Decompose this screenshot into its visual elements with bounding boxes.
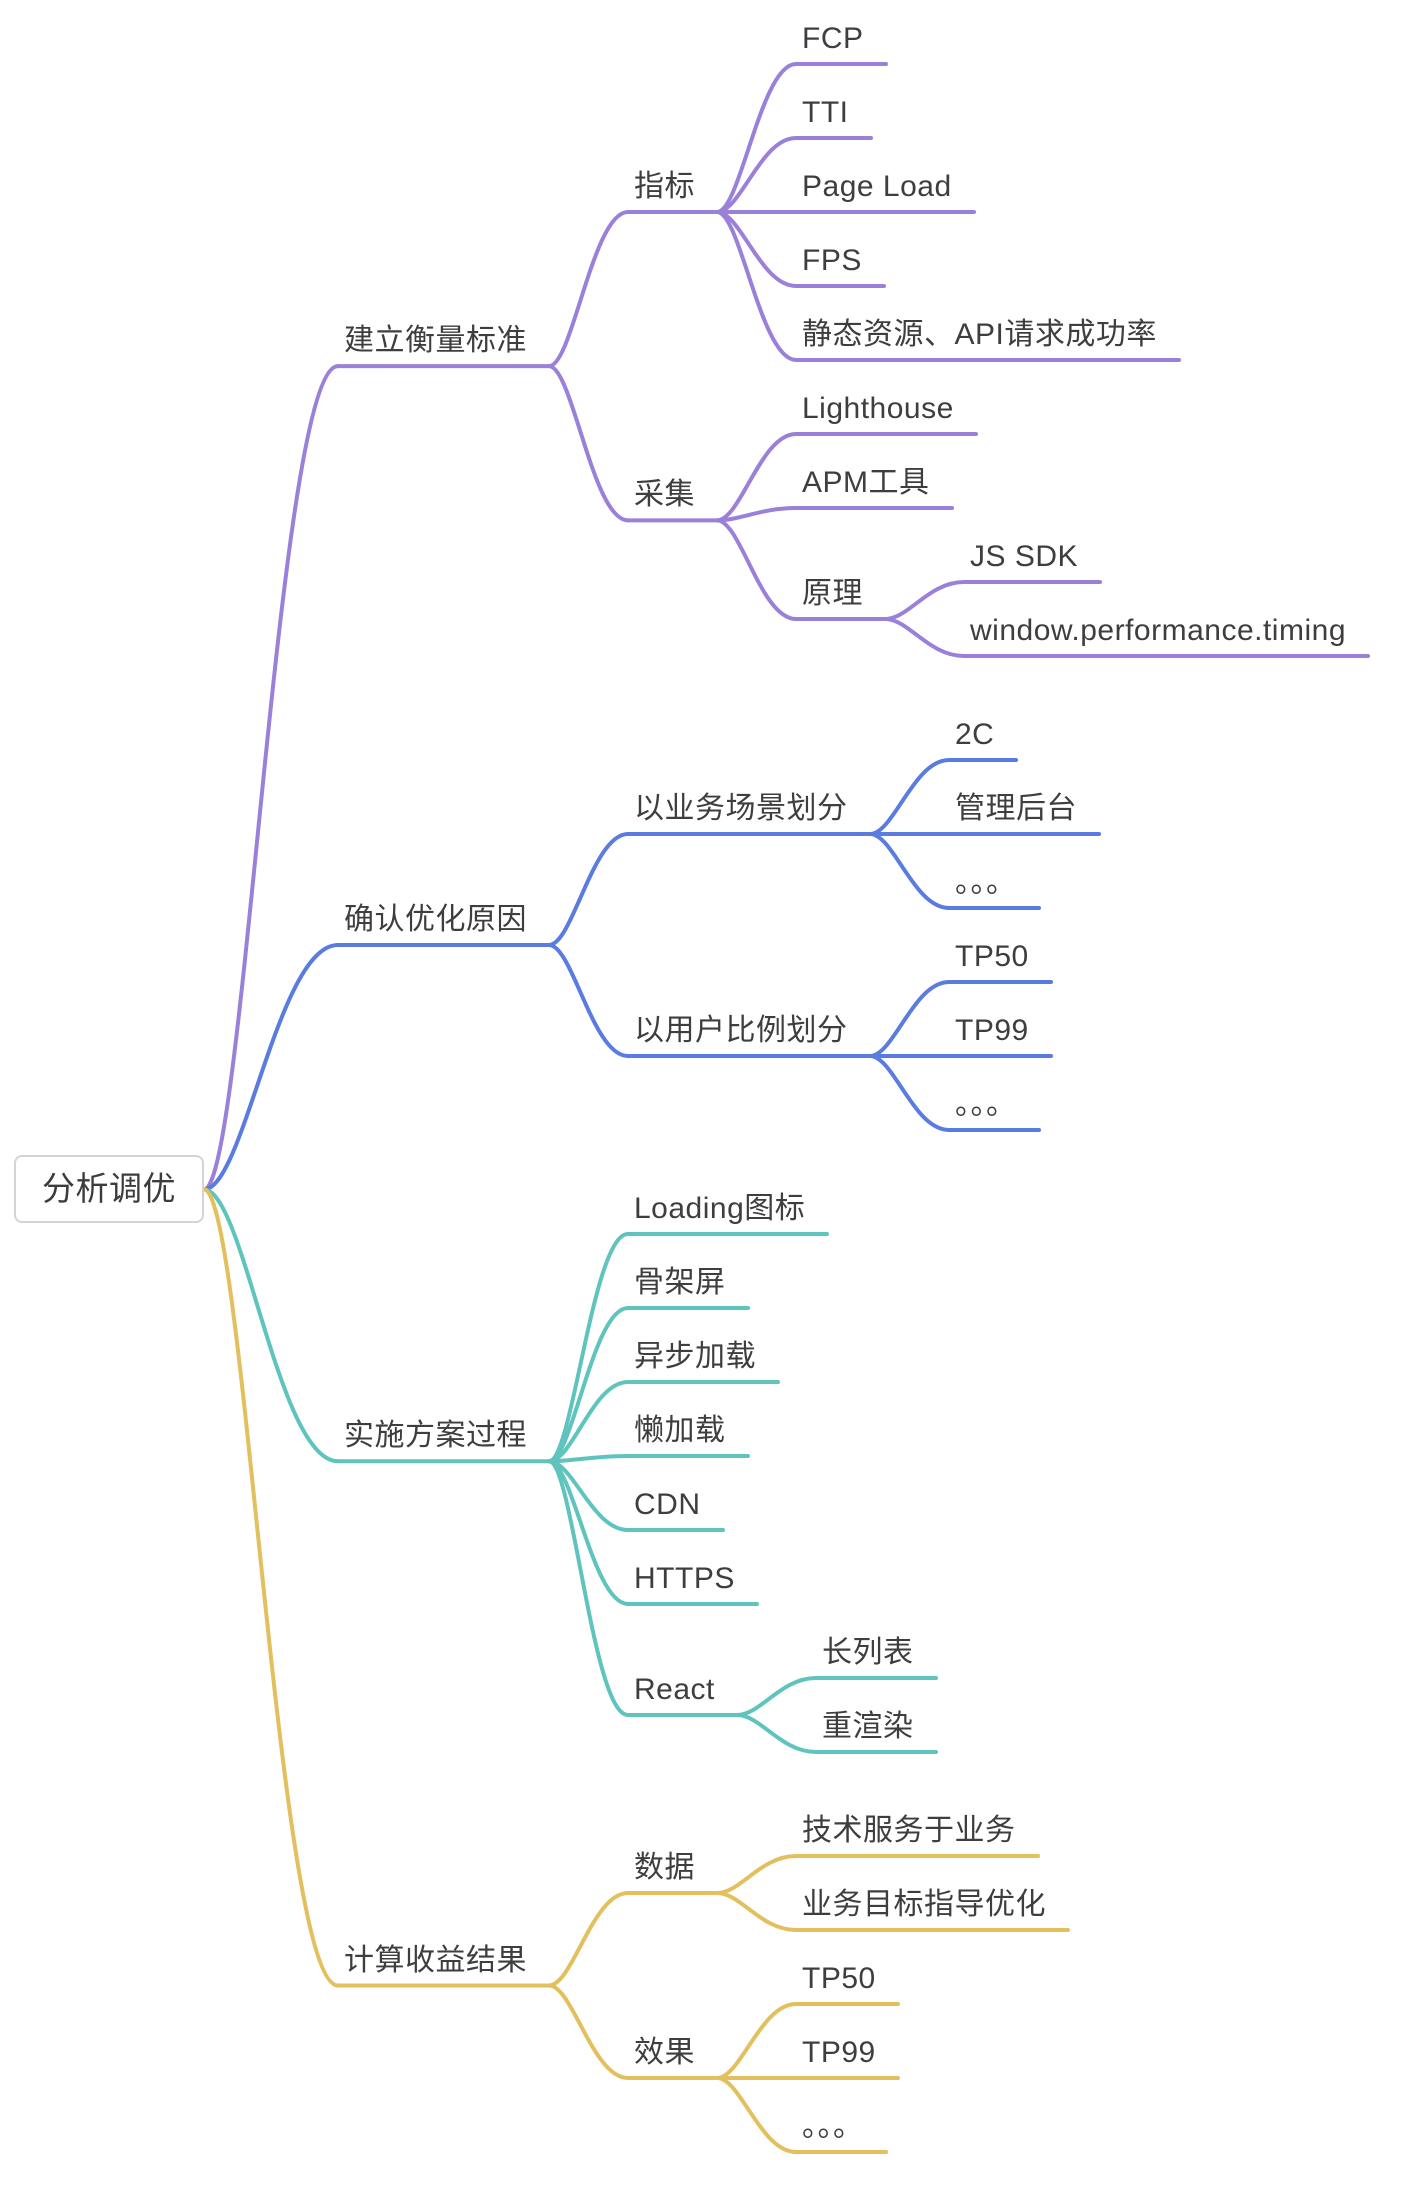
connector-line <box>715 2076 798 2154</box>
sub-topic[interactable]: React <box>634 1673 715 1706</box>
connector-line <box>547 1983 630 2080</box>
sub-topic[interactable]: 骨架屏 <box>634 1266 726 1299</box>
branch-topic[interactable]: 建立衡量标准 <box>344 324 527 358</box>
sub-topic[interactable]: 静态资源、API请求成功率 <box>802 318 1157 351</box>
sub-topic[interactable]: 重渲染 <box>822 1710 914 1743</box>
sub-topic[interactable]: CDN <box>634 1488 701 1521</box>
connector-line <box>547 1459 630 1606</box>
branch-topic[interactable]: 计算收益结果 <box>344 1943 527 1977</box>
connector-line <box>715 432 798 523</box>
connector-line <box>735 1713 818 1754</box>
connector-line <box>202 1187 340 1464</box>
connector-line <box>547 832 630 947</box>
sub-topic[interactable]: Page Load <box>802 170 952 203</box>
connector-line <box>715 2002 798 2080</box>
connector-line <box>547 210 630 369</box>
sub-topic[interactable]: 。。。 <box>802 2110 864 2143</box>
connector-line <box>715 506 798 523</box>
sub-topic[interactable]: window.performance.timing <box>970 614 1347 647</box>
connector-line <box>715 1854 798 1895</box>
sub-topic[interactable]: TP50 <box>955 940 1029 973</box>
sub-topic[interactable]: 原理 <box>802 577 863 610</box>
sub-topic[interactable]: 。。。 <box>955 866 1017 899</box>
connector-line <box>202 943 340 1192</box>
connector-line <box>547 1380 630 1464</box>
connector-line <box>715 518 798 621</box>
connector-line <box>868 832 951 910</box>
root-topic[interactable]: 分析调优 <box>14 1155 204 1224</box>
sub-topic[interactable]: 异步加载 <box>634 1340 756 1373</box>
branch-topic[interactable]: 确认优化原因 <box>344 903 527 936</box>
sub-topic[interactable]: 管理后台 <box>955 792 1077 825</box>
sub-topic[interactable]: APM工具 <box>802 466 930 499</box>
sub-topic[interactable]: 指标 <box>634 170 695 203</box>
sub-topic[interactable]: 以业务场景划分 <box>634 792 848 825</box>
sub-topic[interactable]: 懒加载 <box>634 1414 726 1447</box>
connector-line <box>868 758 951 836</box>
connector-line <box>868 980 951 1058</box>
connector-line <box>715 62 798 214</box>
connector-line <box>735 1676 818 1717</box>
sub-topic[interactable]: HTTPS <box>634 1562 735 1595</box>
sub-topic[interactable]: JS SDK <box>970 540 1079 573</box>
connector-line <box>883 617 966 658</box>
connector-line <box>202 364 340 1192</box>
sub-topic[interactable]: FPS <box>802 244 862 277</box>
sub-topic[interactable]: 数据 <box>634 1851 695 1884</box>
connector-line <box>715 136 798 214</box>
sub-topic[interactable]: 采集 <box>634 478 695 512</box>
connector-line <box>547 1232 630 1464</box>
sub-topic[interactable]: 长列表 <box>822 1636 914 1669</box>
sub-topic[interactable]: TTI <box>802 96 849 129</box>
connector-line <box>547 364 630 523</box>
sub-topic[interactable]: 以用户比例划分 <box>634 1014 848 1047</box>
connector-line <box>883 580 966 621</box>
sub-topic[interactable]: TP99 <box>955 1014 1029 1047</box>
connector-line <box>547 943 630 1058</box>
sub-topic[interactable]: 2C <box>955 718 995 751</box>
connector-line <box>202 1187 340 1988</box>
sub-topic[interactable]: 效果 <box>634 2036 695 2069</box>
sub-topic[interactable]: Lighthouse <box>802 392 954 425</box>
sub-topic[interactable]: FCP <box>802 22 864 55</box>
sub-topic[interactable]: 业务目标指导优化 <box>802 1888 1046 1921</box>
branch-topic[interactable]: 实施方案过程 <box>344 1419 527 1453</box>
sub-topic[interactable]: TP50 <box>802 1962 876 1995</box>
connector-line <box>868 1054 951 1132</box>
connector-line <box>547 1459 630 1717</box>
sub-topic[interactable]: 技术服务于业务 <box>802 1814 1016 1847</box>
connector-line <box>715 210 798 362</box>
connector-line <box>547 1891 630 1988</box>
sub-topic[interactable]: TP99 <box>802 2036 876 2069</box>
sub-topic[interactable]: Loading图标 <box>634 1192 806 1225</box>
sub-topic[interactable]: 。。。 <box>955 1088 1017 1121</box>
connector-line <box>715 1891 798 1932</box>
connector-line <box>547 1306 630 1464</box>
